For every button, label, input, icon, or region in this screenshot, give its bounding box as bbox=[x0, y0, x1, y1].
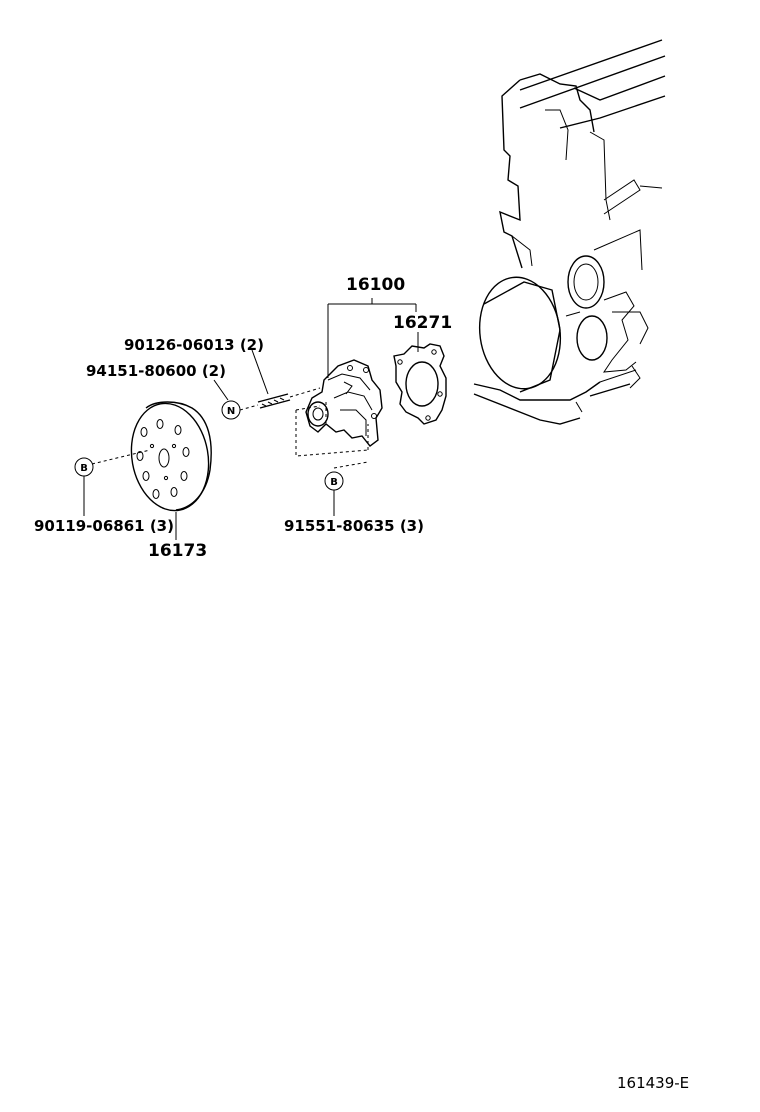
label-stud-bolt: 90126-06013 (2) bbox=[124, 336, 264, 354]
bolt-marker-right: B bbox=[324, 471, 344, 491]
label-nut: 94151-80600 (2) bbox=[86, 362, 226, 380]
stud-bolt-part bbox=[257, 387, 321, 409]
label-pulley-bolt: 90119-06861 (3) bbox=[34, 517, 174, 535]
label-gasket: 16271 bbox=[393, 313, 452, 333]
leader-lines bbox=[83, 298, 419, 540]
bolt-marker-left: B bbox=[74, 457, 94, 477]
engine-block bbox=[473, 39, 666, 425]
water-pump-part bbox=[305, 359, 383, 447]
label-pulley: 16173 bbox=[148, 541, 207, 561]
reference-code: 161439-E bbox=[617, 1074, 689, 1092]
nut-marker-letter: N bbox=[227, 406, 235, 417]
gasket-part bbox=[393, 343, 447, 425]
label-pump-bolt: 91551-80635 (3) bbox=[284, 517, 424, 535]
label-water-pump-assy: 16100 bbox=[346, 275, 405, 295]
bolt-marker-left-letter: B bbox=[80, 463, 88, 474]
nut-marker: N bbox=[221, 400, 241, 420]
bolt-marker-right-letter: B bbox=[330, 477, 338, 488]
pump-bolt-guides bbox=[295, 402, 369, 469]
pulley-part bbox=[130, 401, 212, 512]
